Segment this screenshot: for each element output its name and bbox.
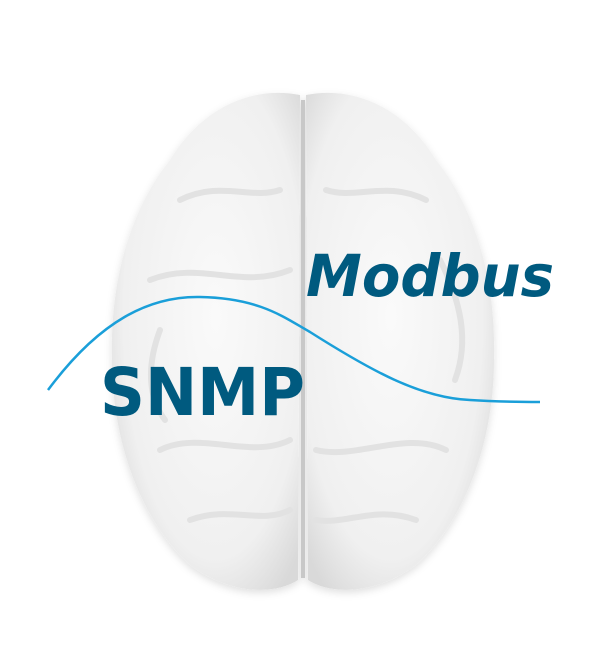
brain-folds: [147, 187, 466, 524]
wave-curve: [46, 295, 541, 404]
brain-right-hemisphere: [306, 92, 495, 590]
brain-image: [111, 92, 495, 590]
brain-left-hemisphere: [111, 92, 300, 590]
snmp-label: SNMP: [100, 354, 305, 431]
modbus-label: Modbus: [306, 242, 554, 310]
